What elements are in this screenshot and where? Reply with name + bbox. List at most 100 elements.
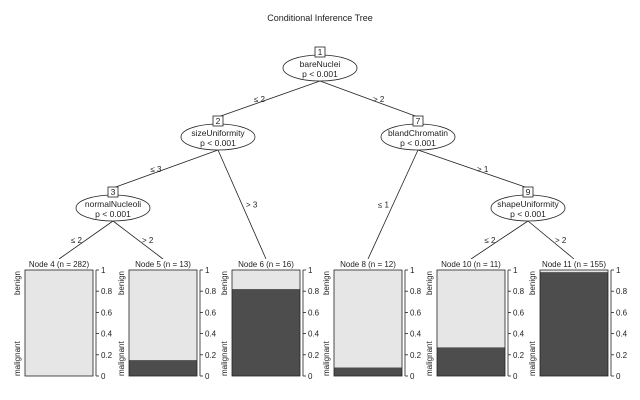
node-variable: shapeUniformity [497,199,559,209]
tick-label: 0.4 [410,330,422,339]
node-pvalue: p < 0.001 [200,138,236,148]
tick-label: 1 [616,266,621,275]
node-id: 9 [526,187,531,197]
node-id-box [212,115,224,127]
terminal-node-8: Node 8 (n = 12)benignmalignant10.80.60.4… [322,259,422,381]
terminal-header: Node 8 (n = 12) [340,260,396,269]
class-label-benign: benign [13,271,22,295]
tick-label: 0.6 [308,308,320,317]
edge-label: > 3 [246,201,258,210]
benign-bar [334,270,402,368]
benign-bar [232,270,300,290]
edge-label: > 2 [373,95,385,104]
tick-label: 0.6 [410,308,422,317]
class-label-benign: benign [425,271,434,295]
tick-label: 0.2 [308,351,320,360]
terminal-node-10: Node 10 (n = 11)benignmalignant10.80.60.… [425,259,525,381]
tick-label: 0.6 [101,308,113,317]
node-pvalue: p < 0.001 [95,209,131,219]
tick-label: 0 [616,372,621,381]
bar-frame [539,269,609,377]
edge-1-7 [319,80,419,118]
tick-label: 0.2 [513,351,525,360]
edge-layer: ≤ 2 > 2 ≤ 3 > 3 ≤ 2 > 2 ≤ 1 > 1 ≤ 2 > 2 [58,80,575,260]
tick-label: 1 [410,266,415,275]
tick-label: 0.8 [308,287,320,296]
tick-label: 0.8 [410,287,422,296]
class-label-benign: benign [220,271,229,295]
edge-2-3 [112,149,219,189]
terminal-header-bg [334,259,402,268]
class-label-malignant: malignant [425,341,434,376]
terminal-header: Node 6 (n = 16) [238,260,294,269]
terminal-header: Node 11 (n = 155) [542,260,606,269]
edge-9-11 [527,220,575,260]
edge-2-6 [217,149,267,260]
tick-label: 1 [101,266,106,275]
tick-label: 0.2 [205,351,217,360]
terminal-node-11: Node 11 (n = 155)benignmalignant10.80.60… [528,259,628,381]
benign-bar [25,270,93,376]
edge-label: ≤ 3 [150,165,162,174]
edge-label: ≤ 1 [378,201,390,210]
terminal-header-bg [437,259,505,268]
node-pvalue: p < 0.001 [302,69,338,79]
terminal-header-bg [540,259,608,268]
tick-label: 1 [513,266,518,275]
edge-3-4 [58,220,114,260]
tick-label: 0.4 [101,330,113,339]
node-variable: blandChromatin [388,128,448,138]
edge-label: > 1 [477,165,489,174]
tick-label: 0.4 [205,330,217,339]
tick-label: 0 [101,372,106,381]
edge-label: > 2 [555,236,567,245]
edge-1-2 [217,80,321,118]
tick-label: 0.8 [101,287,113,296]
node-pvalue: p < 0.001 [400,138,436,148]
node-id-box [107,186,119,198]
edge-3-5 [112,220,164,260]
class-label-malignant: malignant [117,341,126,376]
tick-label: 0.2 [101,351,113,360]
class-label-malignant: malignant [322,341,331,376]
tick-label: 0 [205,372,210,381]
malignant-bar [334,367,402,376]
tick-label: 0.6 [616,308,628,317]
node-id-box [412,115,424,127]
tick-label: 0.4 [616,330,628,339]
bar-frame [333,269,403,377]
class-label-malignant: malignant [220,341,229,376]
tick-label: 1 [308,266,313,275]
node-id-box [522,186,534,198]
node-variable: sizeUniformity [191,128,245,138]
edge-label: > 2 [142,236,154,245]
class-label-benign: benign [117,271,126,295]
terminal-header: Node 5 (n = 13) [135,260,191,269]
edge-label: ≤ 2 [71,236,83,245]
tick-label: 1 [205,266,210,275]
class-label-malignant: malignant [528,341,537,376]
benign-bar [129,270,197,361]
terminal-layer: Node 4 (n = 282) benign malignant 1 0.8 0.6 0.… [13,259,628,381]
edge-7-8 [367,149,419,260]
edge-label: ≤ 2 [484,236,496,245]
terminal-node-4: Node 4 (n = 282)benignmalignant10.80.60.… [13,259,113,381]
edge-label: ≤ 2 [254,95,266,104]
terminal-header-bg [232,259,300,268]
figure-title: Conditional Inference Tree [267,13,373,23]
malignant-bar [129,360,197,376]
tick-label: 0.2 [616,351,628,360]
terminal-header-bg [25,259,93,268]
node-pvalue: p < 0.001 [510,209,546,219]
terminal-header: Node 4 (n = 282) [29,260,90,269]
class-label-benign: benign [528,271,537,295]
malignant-bar [232,289,300,376]
